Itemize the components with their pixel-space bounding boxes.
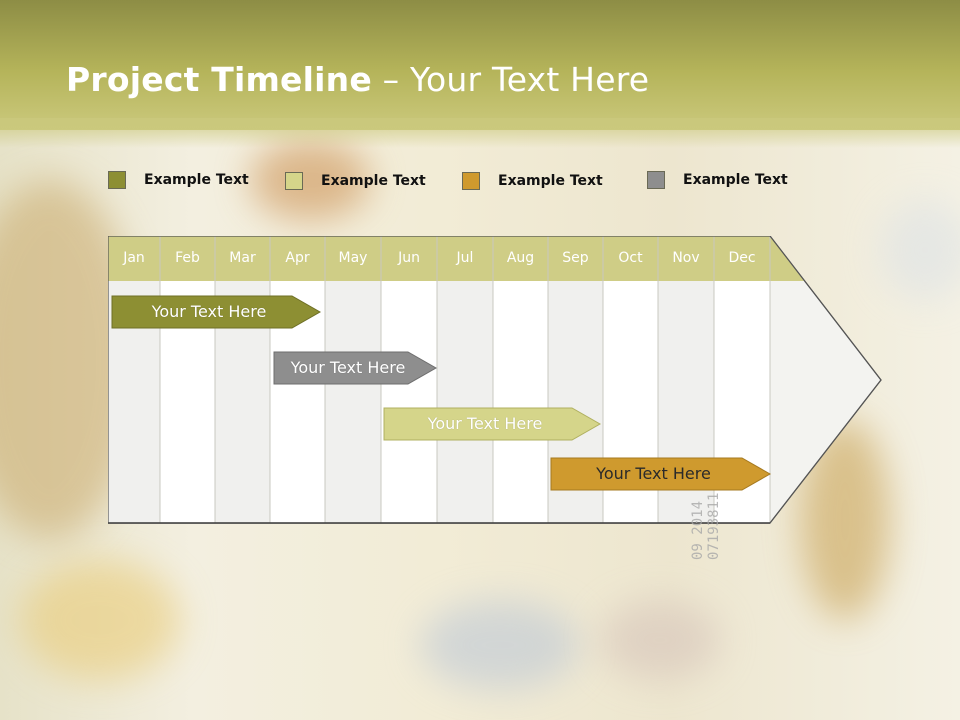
title-rest: – Your Text Here [371, 60, 650, 99]
title-bar [0, 0, 960, 130]
stamp-line-1: 09 2014 [690, 500, 706, 560]
month-column [548, 281, 603, 523]
month-mar: Mar [229, 250, 256, 266]
legend-item-4: Example Text [647, 171, 788, 189]
task-label-3: Your Text Here [427, 414, 543, 433]
month-column [714, 281, 770, 523]
month-column [493, 281, 548, 523]
legend-swatch-2 [285, 172, 303, 190]
legend-item-3: Example Text [462, 172, 603, 190]
month-oct: Oct [618, 250, 643, 266]
month-apr: Apr [285, 250, 310, 266]
legend-swatch-4 [647, 171, 665, 189]
legend-swatch-3 [462, 172, 480, 190]
task-label-2: Your Text Here [290, 358, 406, 377]
task-label-4: Your Text Here [596, 464, 711, 483]
month-feb: Feb [175, 250, 200, 266]
legend-label-2: Example Text [321, 173, 426, 189]
month-column [603, 281, 658, 523]
month-dec: Dec [728, 250, 756, 266]
month-nov: Nov [672, 250, 700, 266]
month-may: May [338, 250, 368, 266]
month-jan: Jan [123, 250, 145, 266]
month-jun: Jun [398, 250, 420, 266]
photo-stamp-text: 09 2014 07193811 [690, 493, 722, 560]
month-column [325, 281, 381, 523]
title-bold: Project Timeline [66, 60, 372, 99]
month-sep: Sep [562, 250, 589, 266]
legend-label-1: Example Text [144, 172, 249, 188]
month-column [381, 281, 437, 523]
page-title: Project Timeline – Your Text Here [66, 60, 649, 99]
legend-label-3: Example Text [498, 173, 603, 189]
legend-item-1: Example Text [108, 171, 249, 189]
task-label-1: Your Text Here [151, 302, 267, 321]
legend-swatch-1 [108, 171, 126, 189]
month-aug: Aug [506, 250, 535, 266]
month-header-band [108, 236, 804, 281]
month-jul: Jul [456, 250, 474, 266]
month-column [437, 281, 493, 523]
legend-label-4: Example Text [683, 172, 788, 188]
legend-item-2: Example Text [285, 172, 426, 190]
stamp-line-2: 07193811 [706, 492, 722, 560]
timeline-chart: Jan Feb Mar Apr May Jun Jul Aug Sep Oct … [108, 236, 882, 524]
month-column [658, 281, 714, 523]
